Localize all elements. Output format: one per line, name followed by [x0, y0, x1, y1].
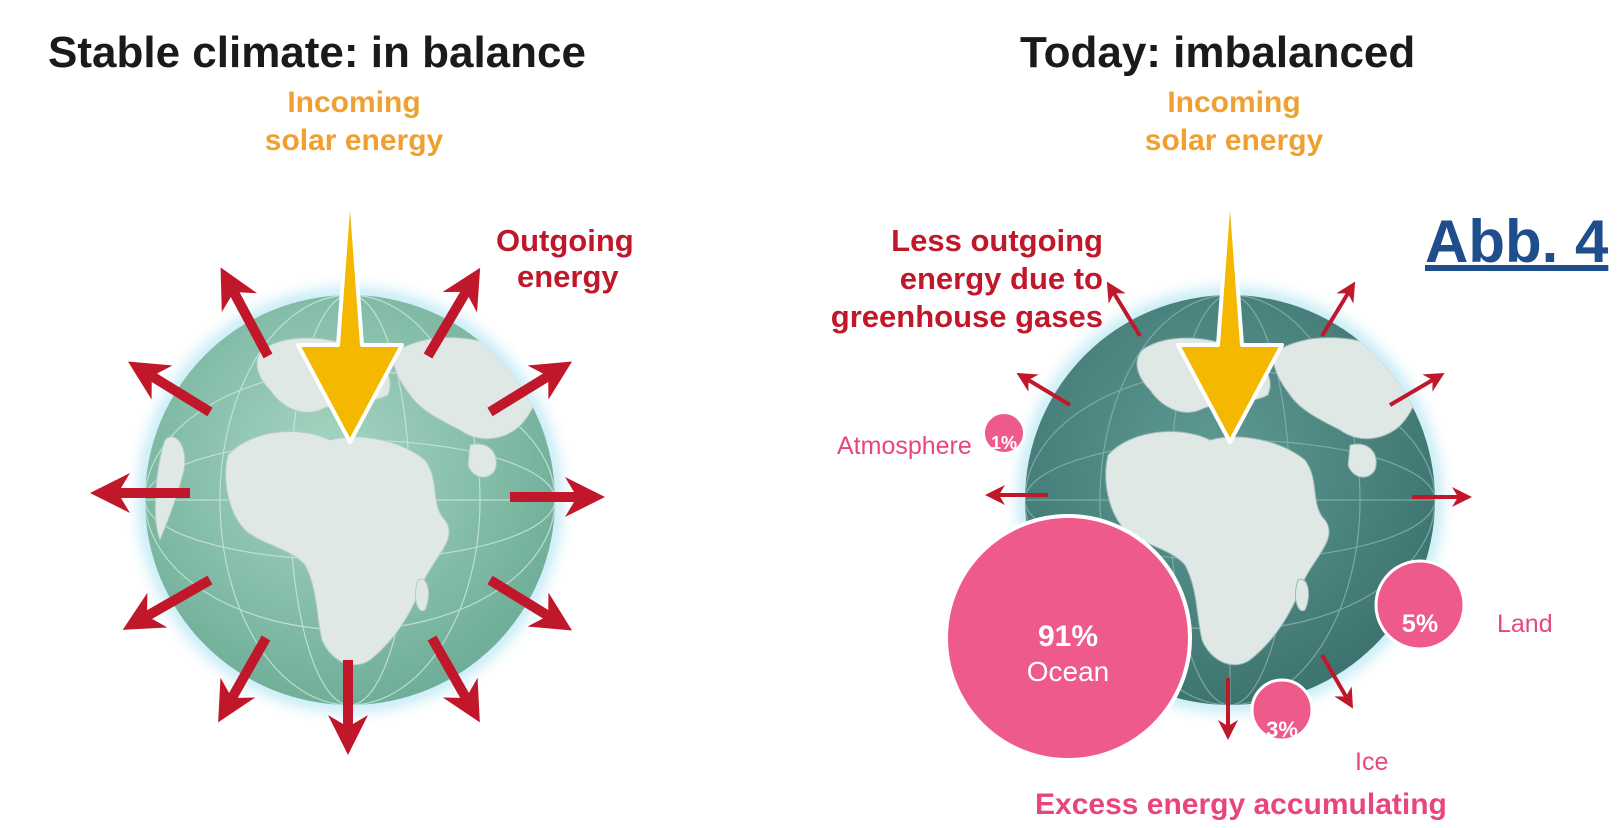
balanced-globe [90, 181, 605, 755]
ocean-bubble [944, 514, 1192, 762]
less-outgoing-line3: greenhouse gases [830, 299, 1103, 334]
less-outgoing-line1: Less outgoing [891, 223, 1103, 258]
land-label: Land [1497, 610, 1553, 638]
imbalanced-globe [944, 181, 1472, 762]
imbalanced-incoming-line1: Incoming [1167, 86, 1301, 119]
ice-percent: 3% [1266, 717, 1298, 742]
incoming-solar-arrow [296, 181, 404, 444]
balanced-incoming-line1: Incoming [287, 86, 421, 119]
outgoing-energy-line2: energy [517, 259, 619, 294]
figure-label: Abb. 4 [1425, 208, 1609, 275]
incoming-solar-arrow [1176, 181, 1284, 444]
imbalanced-incoming-line2: solar energy [1144, 124, 1324, 157]
imbalanced-title: Today: imbalanced [1020, 28, 1416, 77]
land-bubble [1374, 559, 1466, 651]
reduced-outgoing-arrows [985, 281, 1472, 740]
ice-bubble [1250, 678, 1314, 742]
less-outgoing-line2: energy due to [899, 261, 1103, 296]
outgoing-energy-line1: Outgoing [496, 223, 634, 258]
ice-label: Ice [1355, 748, 1389, 776]
ocean-percent: 91% [1037, 620, 1099, 653]
balanced-incoming-line2: solar energy [264, 124, 444, 157]
atmosphere-percent: 1% [990, 433, 1017, 453]
ocean-label: Ocean [1026, 656, 1110, 687]
land-percent: 5% [1401, 610, 1439, 638]
excess-energy-caption: Excess energy accumulating [1035, 788, 1447, 821]
atmosphere-bubble [983, 412, 1025, 454]
atmosphere-label: Atmosphere [837, 432, 972, 460]
balanced-title: Stable climate: in balance [48, 28, 586, 77]
outgoing-energy-arrows [90, 267, 605, 755]
